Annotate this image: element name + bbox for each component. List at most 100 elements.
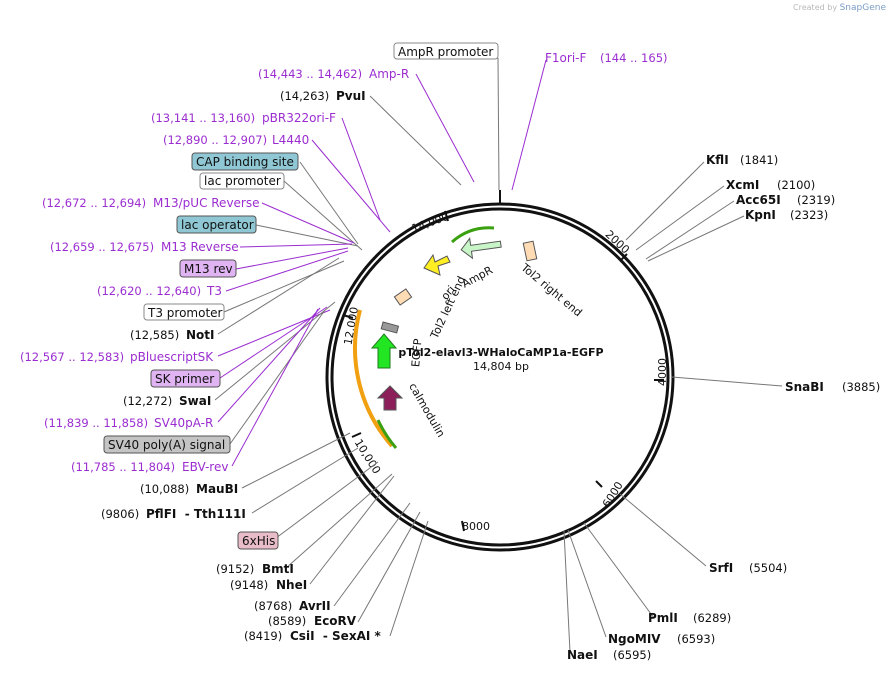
svg-text:(13,141 .. 13,160): (13,141 .. 13,160) xyxy=(151,111,255,125)
svg-text:(9806): (9806) xyxy=(101,507,139,521)
svg-text:pBluescriptSK: pBluescriptSK xyxy=(130,350,214,364)
label-kpni[interactable]: KpnI (2323) xyxy=(745,208,828,222)
svg-text:M13 rev: M13 rev xyxy=(184,262,233,276)
svg-text:(11,785 .. 11,804): (11,785 .. 11,804) xyxy=(71,460,175,474)
svg-text:M13 Reverse: M13 Reverse xyxy=(161,240,239,254)
svg-text:SV40pA-R: SV40pA-R xyxy=(154,416,213,430)
label-snabi[interactable]: SnaBI (3885) xyxy=(785,380,880,394)
label-naei[interactable]: NaeI (6595) xyxy=(567,648,651,662)
label-m13-reverse[interactable]: (12,659 .. 12,675) M13 Reverse xyxy=(50,240,239,254)
svg-text:SwaI: SwaI xyxy=(179,394,211,408)
label-srfi[interactable]: SrfI (5504) xyxy=(709,561,787,575)
label-m13-puc-reverse[interactable]: (12,672 .. 12,694) M13/pUC Reverse xyxy=(42,196,260,210)
svg-text:PvuI: PvuI xyxy=(336,89,366,103)
snapgene-credit: Created by SnapGene xyxy=(793,3,886,13)
label-maubi[interactable]: (10,088) MauBI xyxy=(140,482,238,496)
svg-text:XcmI: XcmI xyxy=(726,178,759,192)
label-csii-sexai[interactable]: (8419) CsiI - SexAI * xyxy=(244,629,381,643)
label-nhei[interactable]: (9148) NheI xyxy=(230,578,307,592)
label-ecorv[interactable]: (8589) EcoRV xyxy=(268,614,357,628)
svg-text:SnaBI: SnaBI xyxy=(785,380,824,394)
svg-text:4000: 4000 xyxy=(656,358,669,386)
label-sk-primer[interactable]: SK primer xyxy=(150,369,221,388)
svg-text:AvrII: AvrII xyxy=(299,599,331,613)
plasmid-name: pTol2-elavl3-WHaloCaMP1a-EGFP xyxy=(398,346,603,359)
svg-text:T3 promoter: T3 promoter xyxy=(147,306,223,320)
label-t3-promoter[interactable]: T3 promoter xyxy=(143,303,225,321)
svg-text:6xHis: 6xHis xyxy=(242,534,275,548)
svg-text:(12,585): (12,585) xyxy=(130,328,179,342)
svg-text:(9152): (9152) xyxy=(216,562,254,576)
label-f1ori-f[interactable]: F1ori-F (144 .. 165) xyxy=(545,51,668,65)
svg-text:BmtI: BmtI xyxy=(262,562,294,576)
tick-14000: 14,000 xyxy=(410,210,451,235)
label-cap-binding-site[interactable]: CAP binding site xyxy=(191,152,299,171)
svg-text:(12,567 .. 12,583): (12,567 .. 12,583) xyxy=(20,350,124,364)
label-6xhis[interactable]: 6xHis xyxy=(237,531,279,550)
svg-text:AmpR: AmpR xyxy=(460,263,495,290)
svg-text:CsiI - SexAI *: CsiI - SexAI * xyxy=(290,629,381,643)
label-m13-rev[interactable]: M13 rev xyxy=(179,259,237,278)
label-lac-operator[interactable]: lac operator xyxy=(176,215,257,234)
label-amp-r[interactable]: (14,443 .. 14,462) Amp-R xyxy=(258,67,409,81)
tick-8000: 8000 xyxy=(461,520,490,533)
credit-prefix: Created by xyxy=(793,3,838,12)
svg-text:MauBI: MauBI xyxy=(196,482,238,496)
svg-text:(8419): (8419) xyxy=(244,629,282,643)
label-ebv-rev[interactable]: (11,785 .. 11,804) EBV-rev xyxy=(71,460,228,474)
label-l4440[interactable]: (12,890 .. 12,907) L4440 xyxy=(163,133,309,147)
svg-text:AmpR promoter: AmpR promoter xyxy=(398,45,493,59)
label-acc65i[interactable]: Acc65I (2319) xyxy=(736,193,835,207)
svg-text:(2100): (2100) xyxy=(777,178,815,192)
svg-text:(12,272): (12,272) xyxy=(123,394,172,408)
svg-text:(12,620 .. 12,640): (12,620 .. 12,640) xyxy=(97,284,201,298)
svg-text:Acc65I: Acc65I xyxy=(736,193,781,207)
label-pvui[interactable]: (14,263) PvuI xyxy=(280,89,366,103)
svg-text:F1ori-F: F1ori-F xyxy=(545,51,586,65)
svg-text:(8768): (8768) xyxy=(254,599,292,613)
svg-text:(6593): (6593) xyxy=(677,632,715,646)
label-pmli[interactable]: PmlI (6289) xyxy=(648,611,731,625)
label-xcmi[interactable]: XcmI (2100) xyxy=(726,178,815,192)
label-ngomiv[interactable]: NgoMIV (6593) xyxy=(608,632,715,646)
label-sv40pa-r[interactable]: (11,839 .. 11,858) SV40pA-R xyxy=(44,416,213,430)
svg-text:(9148): (9148) xyxy=(230,578,268,592)
feature-egfp: EGFP xyxy=(370,321,425,369)
svg-text:M13/pUC Reverse: M13/pUC Reverse xyxy=(153,196,260,210)
svg-text:PmlI: PmlI xyxy=(648,611,678,625)
label-swai[interactable]: (12,272) SwaI xyxy=(123,394,211,408)
svg-text:SV40 poly(A) signal: SV40 poly(A) signal xyxy=(108,438,225,452)
svg-text:pBR322ori-F: pBR322ori-F xyxy=(262,111,336,125)
label-pbr322ori-f[interactable]: (13,141 .. 13,160) pBR322ori-F xyxy=(151,111,336,125)
label-ampr-promoter[interactable]: AmpR promoter xyxy=(393,42,499,60)
svg-text:(144 .. 165): (144 .. 165) xyxy=(600,51,668,65)
label-noti[interactable]: (12,585) NotI xyxy=(130,328,215,342)
svg-text:NaeI: NaeI xyxy=(567,648,598,662)
plasmid-length: 14,804 bp xyxy=(473,360,529,373)
svg-text:KpnI: KpnI xyxy=(745,208,776,222)
svg-text:(12,659 .. 12,675): (12,659 .. 12,675) xyxy=(50,240,154,254)
label-pbluescriptsk[interactable]: (12,567 .. 12,583) pBluescriptSK xyxy=(20,350,214,364)
svg-text:(12,890 .. 12,907): (12,890 .. 12,907) xyxy=(163,133,267,147)
feature-arc-green-lower xyxy=(376,419,398,449)
svg-text:lac operator: lac operator xyxy=(181,218,254,232)
label-sv40-polya-signal[interactable]: SV40 poly(A) signal xyxy=(103,435,231,454)
label-avrii[interactable]: (8768) AvrII xyxy=(254,599,331,613)
svg-text:NgoMIV: NgoMIV xyxy=(608,632,661,646)
svg-text:lac promoter: lac promoter xyxy=(204,174,281,188)
svg-text:(3885): (3885) xyxy=(842,380,880,394)
snapgene-brand: SnapGene xyxy=(839,3,886,13)
label-lac-promoter[interactable]: lac promoter xyxy=(199,172,285,190)
svg-text:L4440: L4440 xyxy=(272,133,309,147)
feature-tol2-right: Tol2 right end xyxy=(518,240,585,319)
svg-text:(5504): (5504) xyxy=(749,561,787,575)
label-kfli[interactable]: KflI (1841) xyxy=(706,153,778,167)
svg-text:(14,443 .. 14,462): (14,443 .. 14,462) xyxy=(258,67,362,81)
svg-text:CAP binding site: CAP binding site xyxy=(196,155,294,169)
label-bmti[interactable]: (9152) BmtI xyxy=(216,562,294,576)
feature-arc-orange xyxy=(353,309,394,448)
label-t3[interactable]: (12,620 .. 12,640) T3 xyxy=(97,284,222,298)
svg-text:SrfI: SrfI xyxy=(709,561,733,575)
label-pflfi-tth111i[interactable]: (9806) PflFI - Tth111I xyxy=(101,507,246,521)
svg-text:8000: 8000 xyxy=(462,520,490,533)
